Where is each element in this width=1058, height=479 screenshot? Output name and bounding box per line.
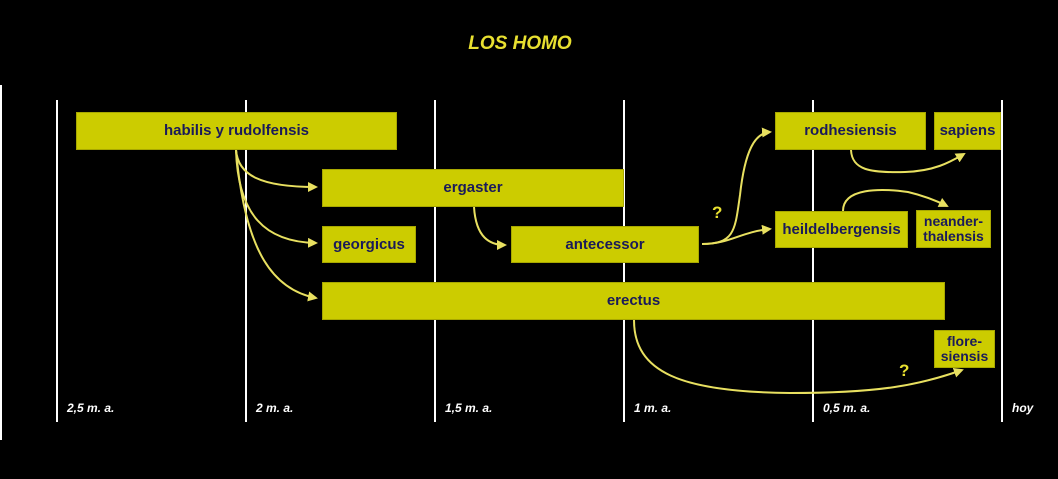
tick-label-2-5: 2,5 m. a. <box>67 401 115 415</box>
question-mark-rodhesiensis: ? <box>712 203 723 222</box>
bar-floresiensis: flore- siensis <box>934 330 995 368</box>
arrow-habilis-to-georgicus <box>235 149 318 248</box>
bar-rodhesiensis: rodhesiensis <box>775 112 926 150</box>
tick-label-hoy: hoy <box>1012 401 1034 415</box>
bar-ergaster: ergaster <box>322 169 624 207</box>
tick-label-1: 1 m. a. <box>634 401 672 415</box>
bar-habilis-rudolfensis: habilis y rudolfensis <box>76 112 397 150</box>
tick-label-2: 2 m. a. <box>256 401 294 415</box>
bar-neanderthalensis: neander- thalensis <box>916 210 991 248</box>
tick-label-1-5: 1,5 m. a. <box>445 401 493 415</box>
bar-sapiens: sapiens <box>934 112 1001 150</box>
question-mark-floresiensis: ? <box>899 361 910 380</box>
arrow-ergaster-to-antecessor <box>473 206 507 250</box>
arrow-antecessor-to-heildelbergensis <box>701 224 772 245</box>
bar-antecessor: antecessor <box>511 226 699 263</box>
arrow-antecessor-to-rodhesiensis <box>701 127 772 245</box>
arrow-habilis-to-erectus <box>235 149 318 302</box>
arrow-erectus-to-floresiensis <box>633 319 964 395</box>
bar-erectus: erectus <box>322 282 945 320</box>
bar-georgicus: georgicus <box>322 226 416 263</box>
diagram-title: LOS HOMO <box>468 33 572 54</box>
arrow-heildelbergensis-to-neanderthalensis <box>842 188 949 212</box>
bar-heildelbergensis: heildelbergensis <box>775 211 908 248</box>
arrow-rodhesiensis-to-sapiens <box>850 149 966 174</box>
tick-label-0-5: 0,5 m. a. <box>823 401 871 415</box>
arrow-habilis-to-ergaster <box>235 149 318 192</box>
